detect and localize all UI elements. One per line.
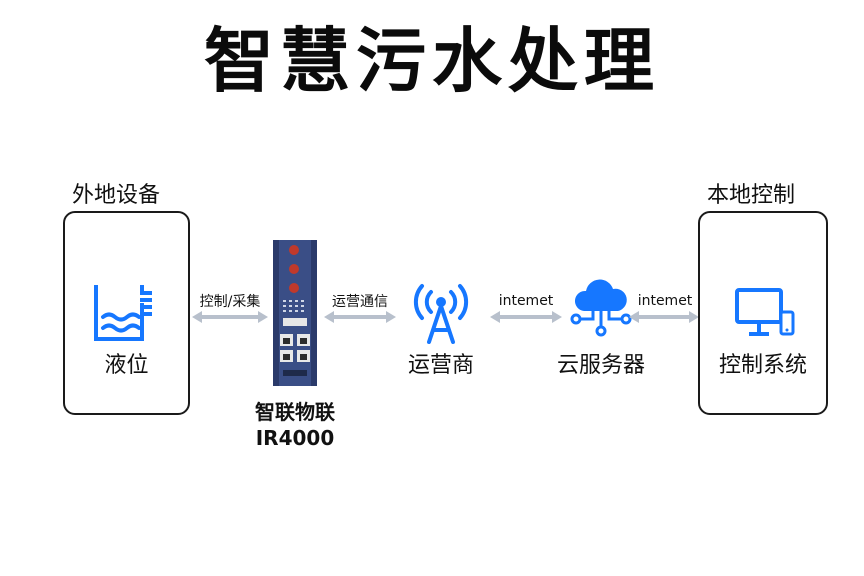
water-level-icon [92,283,154,343]
left-panel-caption: 外地设备 [72,183,161,208]
device-name: 智联物联 [255,400,335,424]
page-title: 智慧污水处理 [204,20,660,102]
link-label-control-collect: 控制/采集 [199,294,261,310]
cloud-server-icon [568,277,634,339]
link-label-carrier-comm: 运营通信 [332,294,388,310]
link-label-internet-1: intemet [498,293,554,309]
water-level-label: 液位 [104,353,149,378]
double-arrow-3 [490,311,562,323]
device-model: IR4000 [255,426,335,450]
control-system-label: 控制系统 [718,353,807,378]
right-panel-caption: 本地控制 [707,183,796,208]
industrial-router-icon [270,238,320,388]
cloud-server-label: 云服务器 [556,353,645,378]
monitor-phone-icon [735,288,795,340]
double-arrow-2 [324,311,396,323]
antenna-tower-icon [411,282,471,344]
double-arrow-1 [192,311,268,323]
double-arrow-4 [629,311,699,323]
left-panel [63,211,190,415]
link-label-internet-2: intemet [637,293,693,309]
right-panel [698,211,828,415]
carrier-label: 运营商 [407,353,474,378]
